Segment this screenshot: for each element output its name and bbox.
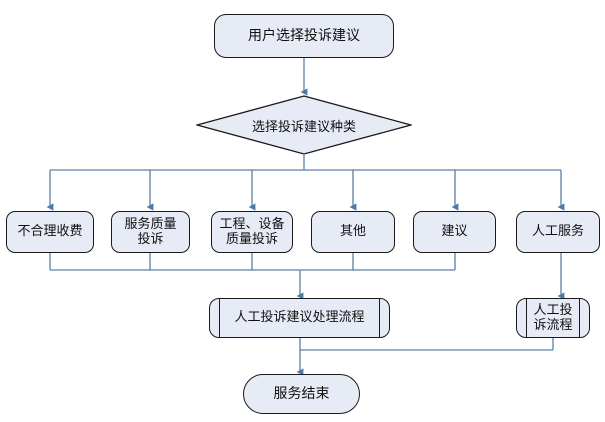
- node-option-5[interactable]: 建议: [413, 211, 496, 253]
- node-option-6[interactable]: 人工服务: [516, 211, 600, 253]
- predefined-bar-left: [219, 299, 220, 337]
- node-decision[interactable]: 选择投诉建议种类: [196, 95, 412, 155]
- node-option-2[interactable]: 服务质量 投诉: [111, 211, 190, 253]
- node-process-manual-handling[interactable]: 人工投诉建议处理流程: [209, 298, 390, 338]
- predefined-bar-left: [526, 299, 527, 337]
- node-process-manual-handling-label: 人工投诉建议处理流程: [234, 310, 365, 326]
- node-end[interactable]: 服务结束: [243, 374, 360, 414]
- node-process-manual-complaint-label: 人工投 诉流程: [533, 302, 573, 333]
- node-decision-label: 选择投诉建议种类: [251, 119, 356, 135]
- node-option-4[interactable]: 其他: [311, 211, 395, 253]
- predefined-bar-right: [579, 299, 580, 337]
- node-option-1[interactable]: 不合理收费: [6, 211, 94, 253]
- node-process-manual-complaint[interactable]: 人工投 诉流程: [516, 298, 590, 338]
- node-start[interactable]: 用户选择投诉建议: [214, 14, 394, 58]
- predefined-bar-right: [379, 299, 380, 337]
- diamond-shape: [196, 95, 412, 155]
- node-option-3[interactable]: 工程、设备 质量投诉: [211, 211, 293, 253]
